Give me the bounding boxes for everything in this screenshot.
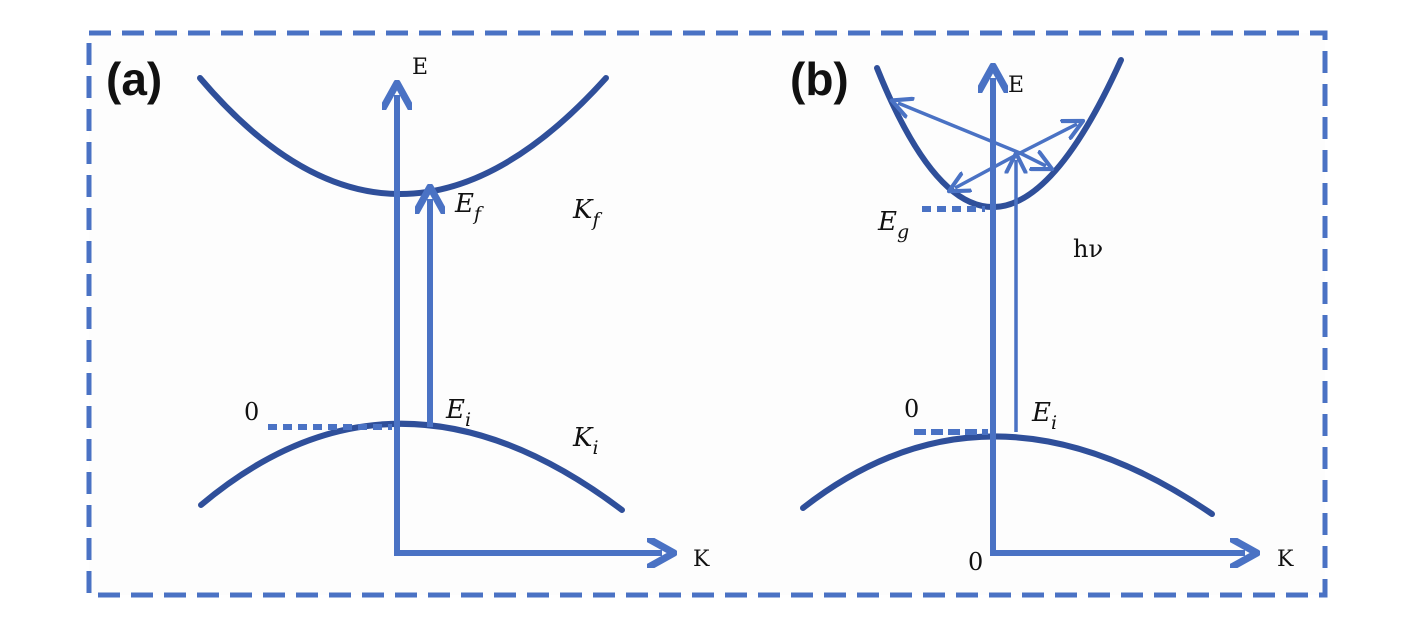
zero-level-label: 0 bbox=[904, 395, 919, 423]
momentum-axis-label: K bbox=[1277, 547, 1294, 572]
initial-energy-subscript: i bbox=[1051, 412, 1057, 434]
final-momentum-subscript: f bbox=[590, 209, 602, 231]
scattering-arrow-left-lower bbox=[955, 151, 1021, 188]
panel-a: (a) E K Ef Kf Ei Ki 0 bbox=[106, 53, 710, 572]
initial-momentum-symbol: K bbox=[572, 423, 594, 453]
momentum-axis-label: K bbox=[693, 547, 710, 572]
panel-b: (b) E K Eg hν Ei 0 0 bbox=[790, 53, 1294, 576]
initial-energy-subscript: i bbox=[465, 409, 471, 431]
gap-energy-subscript: g bbox=[897, 221, 909, 243]
initial-energy-label: Ei bbox=[1031, 398, 1057, 434]
initial-energy-label: Ei bbox=[445, 395, 471, 431]
final-momentum-label: Kf bbox=[572, 195, 602, 231]
initial-energy-symbol: E bbox=[1031, 398, 1051, 428]
panel-b-label: (b) bbox=[790, 53, 849, 105]
final-energy-symbol: E bbox=[454, 189, 474, 219]
origin-label: 0 bbox=[968, 548, 983, 576]
scattering-arrow-left-upper bbox=[898, 103, 1021, 155]
initial-energy-symbol: E bbox=[445, 395, 465, 425]
valence-band-curve bbox=[800, 433, 1215, 517]
final-momentum-symbol: K bbox=[572, 195, 594, 225]
energy-axis-label: E bbox=[412, 55, 428, 80]
valence-band-curve bbox=[198, 420, 625, 513]
photon-energy-label: hν bbox=[1073, 235, 1103, 263]
scattering-arrow-short bbox=[1019, 153, 1046, 166]
final-energy-label: Ef bbox=[454, 189, 484, 225]
figure-background bbox=[89, 33, 1325, 595]
panel-a-label: (a) bbox=[106, 53, 162, 105]
gap-energy-symbol: E bbox=[877, 207, 897, 237]
final-energy-subscript: f bbox=[472, 203, 484, 225]
initial-momentum-label: Ki bbox=[572, 423, 599, 459]
energy-axis-label: E bbox=[1008, 73, 1024, 98]
initial-momentum-subscript: i bbox=[592, 437, 598, 459]
zero-level-label: 0 bbox=[244, 398, 259, 426]
dashed-frame bbox=[86, 30, 1328, 598]
gap-energy-label: Eg bbox=[877, 207, 909, 243]
scattering-arrow-right bbox=[1019, 124, 1077, 155]
